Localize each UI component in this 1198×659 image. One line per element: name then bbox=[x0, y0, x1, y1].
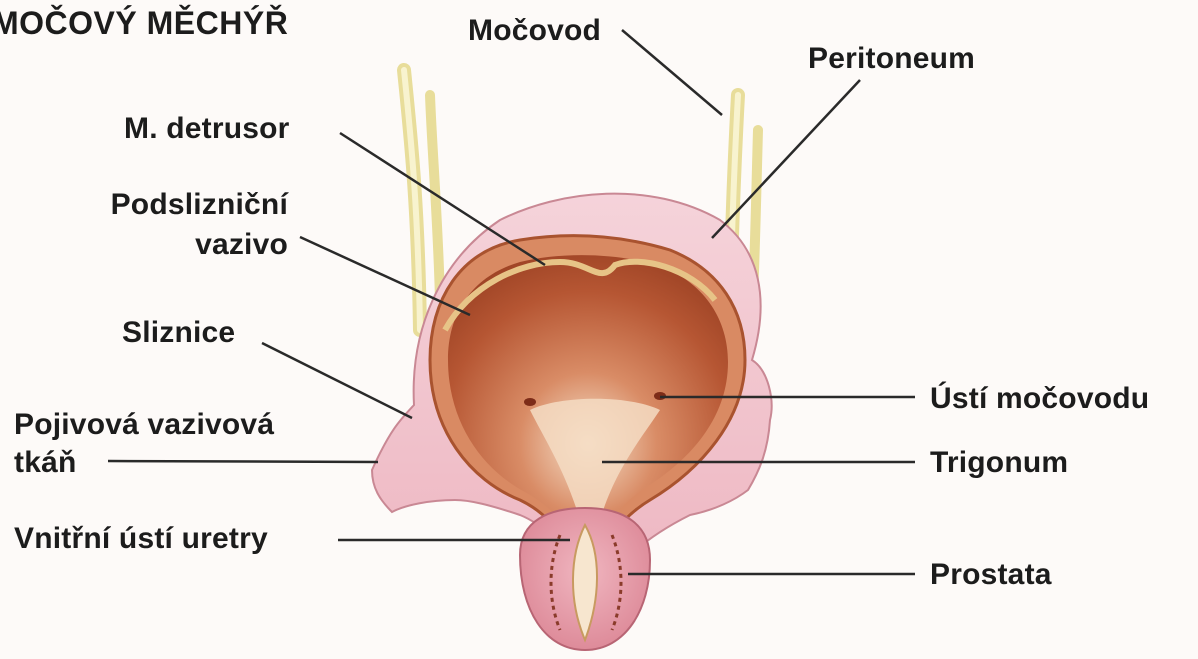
label-peritoneum: Peritoneum bbox=[808, 42, 975, 76]
label-usti-mocovodu: Ústí močovodu bbox=[930, 382, 1149, 416]
label-podslizn-line2: vazivo bbox=[68, 228, 288, 262]
ureteral-orifice-left bbox=[524, 398, 536, 406]
label-trigonum: Trigonum bbox=[930, 446, 1068, 480]
label-pojivova-line1: Pojivová vazivová bbox=[14, 408, 274, 442]
label-vnitrni-usti: Vnitřní ústí uretry bbox=[14, 522, 268, 556]
label-mocovod: Močovod bbox=[468, 14, 601, 48]
diagram-title: MOČOVÝ MĚCHÝŘ bbox=[0, 6, 288, 40]
label-prostata: Prostata bbox=[930, 558, 1052, 592]
label-sliznice: Sliznice bbox=[122, 316, 235, 350]
label-detrusor: M. detrusor bbox=[124, 112, 290, 146]
label-pojivova-line2: tkáň bbox=[14, 446, 77, 480]
label-podslizn-line1: Podslizniční bbox=[68, 188, 288, 222]
